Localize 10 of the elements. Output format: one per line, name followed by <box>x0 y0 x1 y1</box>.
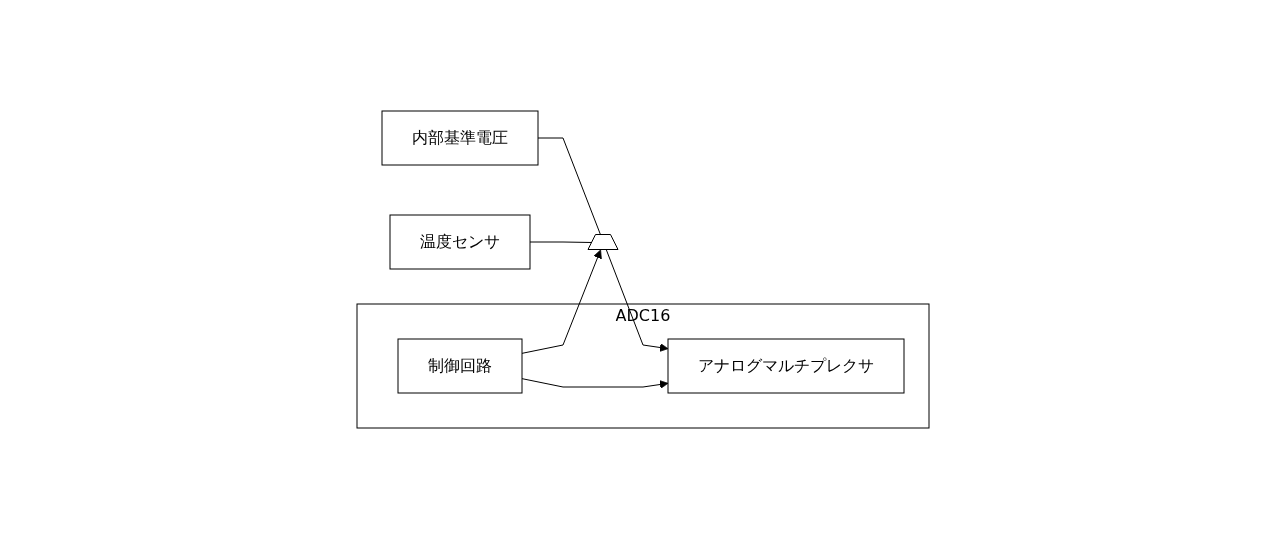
node-trapezoid <box>587 233 619 250</box>
arrow <box>521 377 669 389</box>
node-box: 温度センサ <box>389 214 531 269</box>
node-box: 制御回路 <box>397 338 523 393</box>
arrow <box>605 249 669 352</box>
node-box: 内部基準電圧 <box>381 110 539 165</box>
node-box: アナログマルチプレクサ <box>667 338 905 393</box>
connector <box>529 241 593 243</box>
arrow <box>521 249 602 354</box>
connector <box>537 137 602 235</box>
